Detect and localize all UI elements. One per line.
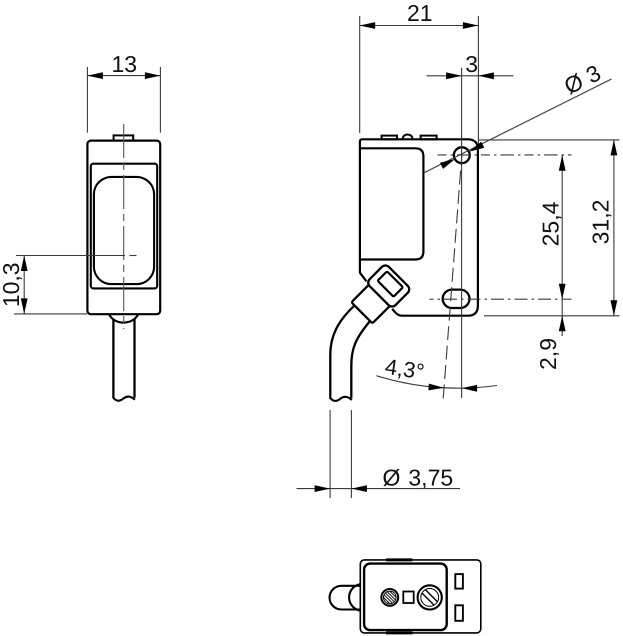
svg-text:13: 13 (112, 51, 138, 77)
svg-text:Ø3,75: Ø3,75 (383, 464, 454, 490)
svg-text:25,4: 25,4 (538, 201, 564, 246)
svg-text:4,3°: 4,3° (383, 354, 426, 385)
svg-text:10,3: 10,3 (0, 262, 24, 307)
svg-text:21: 21 (407, 0, 433, 26)
svg-text:2,9: 2,9 (535, 338, 561, 370)
svg-text:3: 3 (465, 51, 478, 77)
svg-text:31,2: 31,2 (588, 200, 614, 245)
